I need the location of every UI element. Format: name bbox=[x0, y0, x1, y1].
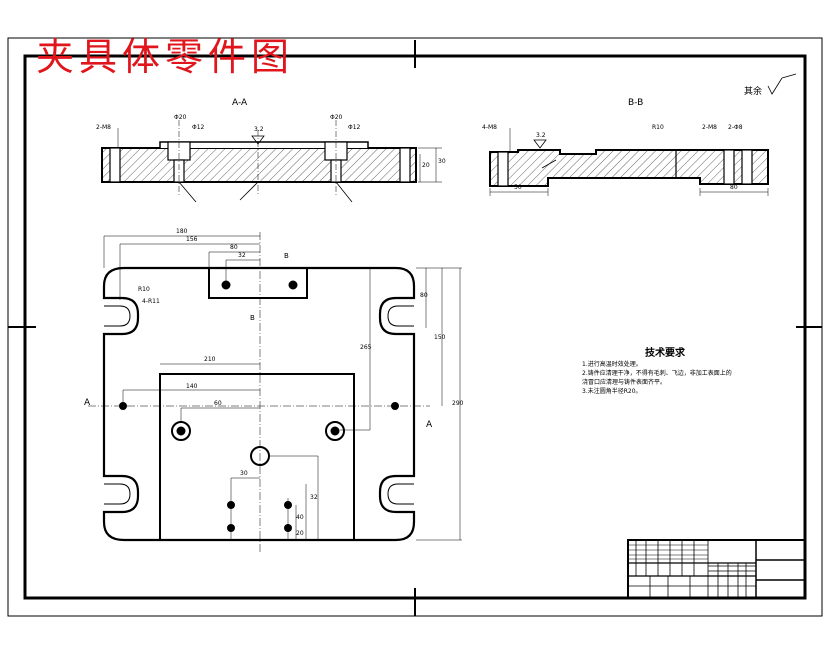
centering-marks bbox=[8, 40, 822, 616]
view-a-left-label: A bbox=[84, 398, 91, 408]
dim-pv-top2: 156 bbox=[186, 236, 198, 243]
dim-bb-bot-right: 80 bbox=[730, 184, 738, 191]
view-a-right-label: A bbox=[426, 420, 433, 430]
dim-bb-mid: R10 bbox=[652, 124, 664, 131]
requirement-item: 1.进行高温时效处理。 bbox=[582, 361, 642, 368]
dim-aa-height: 20 bbox=[422, 162, 430, 169]
dim-bb-rough: 3.2 bbox=[536, 132, 546, 139]
title-block bbox=[627, 539, 806, 599]
roughness-rest-label: 其余 bbox=[744, 87, 763, 97]
view-b-top-label: B bbox=[284, 252, 289, 260]
section-aa-view bbox=[101, 120, 442, 203]
requirement-item: 3.未注圆角半径R20。 bbox=[582, 388, 642, 395]
section-bb-title: B-B bbox=[628, 98, 644, 108]
roughness-symbol bbox=[767, 73, 797, 95]
dim-pv-r1: R10 bbox=[138, 286, 150, 293]
dim-pv-r2: 4-R11 bbox=[142, 298, 160, 305]
plan-view bbox=[88, 232, 462, 552]
requirement-item: 2.铸件应清理干净，不得有毛刺、飞边，非加工表面上的 bbox=[582, 370, 732, 377]
dim-aa-phi1: Φ20 bbox=[174, 114, 187, 121]
dim-aa-side: 30 bbox=[438, 158, 446, 165]
dim-pv-inner: 265 bbox=[360, 344, 372, 351]
dim-pv-right1: 80 bbox=[420, 292, 428, 299]
requirements-heading: 技术要求 bbox=[645, 348, 685, 359]
section-bb-view bbox=[489, 128, 769, 196]
dim-pv-mid2: 140 bbox=[186, 383, 198, 390]
dim-aa-phi4: Φ12 bbox=[348, 124, 361, 131]
dim-bb-left: 4-M8 bbox=[482, 124, 497, 131]
dim-pv-low1: 30 bbox=[240, 470, 248, 477]
dim-pv-mid3: 60 bbox=[214, 400, 222, 407]
dim-pv-mid1: 210 bbox=[204, 356, 216, 363]
drawing-title: 夹具体零件图 bbox=[36, 35, 295, 79]
dim-pv-top4: 32 bbox=[238, 252, 246, 259]
sheet-outer-frame bbox=[7, 37, 823, 617]
dim-aa-roughness: 3.2 bbox=[254, 126, 264, 133]
dim-pv-low2: 32 bbox=[310, 494, 318, 501]
dim-bb-right1: 2-M8 bbox=[702, 124, 717, 131]
dim-pv-low3: 40 bbox=[296, 514, 304, 521]
view-b-mid-label: B bbox=[250, 314, 255, 322]
dim-aa-left-holes: 2-M8 bbox=[96, 124, 111, 131]
dim-pv-right3: 290 bbox=[452, 400, 464, 407]
dim-aa-phi2: Φ12 bbox=[192, 124, 205, 131]
requirements-list: 1.进行高温时效处理。 2.铸件应清理干净，不得有毛刺、飞边，非加工表面上的 浇… bbox=[582, 360, 782, 396]
dim-pv-top1: 180 bbox=[176, 228, 188, 235]
dim-aa-phi3: Φ20 bbox=[330, 114, 343, 121]
dim-bb-right2: 2-Φ8 bbox=[728, 124, 743, 131]
section-aa-title: A-A bbox=[232, 98, 248, 108]
requirement-item: 浇冒口应清理与铸件表面齐平。 bbox=[582, 379, 667, 386]
dim-pv-right2: 150 bbox=[434, 334, 446, 341]
dim-pv-top3: 80 bbox=[230, 244, 238, 251]
dim-pv-low4: 20 bbox=[296, 530, 304, 537]
dim-bb-bot-left: 50 bbox=[514, 184, 522, 191]
